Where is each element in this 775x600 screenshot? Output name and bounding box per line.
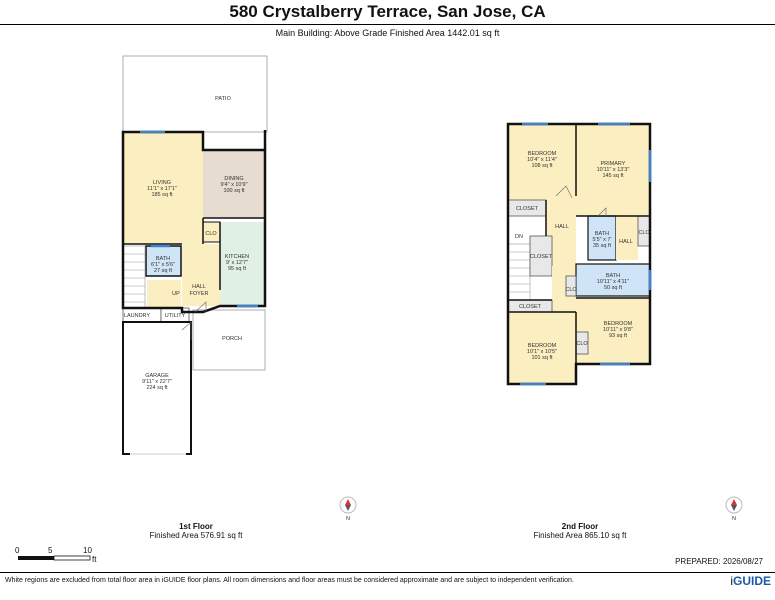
label-closet-1: CLOSET (516, 206, 539, 212)
footer-divider (0, 572, 775, 573)
kitchen-room (220, 222, 265, 306)
label-bedroom-2-dim: 10'1" x 10'5" (527, 349, 557, 355)
iguide-logo-mark: i (730, 574, 733, 588)
label-bath-floor1-area: 27 sq ft (154, 268, 173, 274)
scale-tick-10: 10 (83, 546, 92, 555)
label-bedroom-3-area: 93 sq ft (609, 333, 628, 339)
label-clo-3: CLO (576, 341, 588, 347)
label-laundry: LAUNDRY (124, 313, 151, 319)
label-bath-1-area: 35 sq ft (593, 243, 612, 249)
scale-tick-0: 0 (15, 546, 20, 555)
label-primary-dim: 10'11" x 13'3" (597, 167, 630, 173)
clo-2 (565, 275, 577, 297)
label-hall-top: HALL (555, 224, 569, 230)
floor2-name: 2nd Floor (561, 522, 599, 531)
label-patio: PATIO (215, 96, 231, 102)
label-bath-1: BATH (595, 231, 609, 237)
label-bedroom-2: BEDROOM (528, 343, 557, 349)
compass-label: N (346, 516, 350, 522)
label-bath-floor1-dim: 6'1" x 5'6" (151, 262, 175, 268)
closet-2 (529, 235, 553, 277)
label-porch: PORCH (222, 336, 242, 342)
dining-room (203, 150, 265, 218)
scale-unit: ft (92, 555, 97, 564)
porch-area (192, 309, 266, 371)
label-clo-2: CLO (565, 287, 577, 293)
scale-bar (18, 555, 91, 561)
label-bath-2: BATH (606, 273, 620, 279)
label-up: UP (172, 291, 180, 297)
stairs-floor2 (507, 243, 531, 301)
label-primary-area: 145 sq ft (602, 173, 624, 179)
label-bedroom-3-dim: 10'11" x 9'8" (603, 327, 633, 333)
garage-area (122, 321, 192, 455)
floor1-caption: 1st Floor Finished Area 576.91 sq ft (96, 522, 296, 540)
compass-icon: N (725, 496, 743, 522)
label-dining-area: 100 sq ft (223, 188, 245, 194)
label-bedroom-2-area: 101 sq ft (531, 355, 553, 361)
label-bedroom-1: BEDROOM (528, 151, 557, 157)
footer-disclaimer: White regions are excluded from total fl… (5, 577, 574, 584)
label-living-dim: 11'1" x 17'1" (147, 186, 177, 192)
label-hall-floor1: HALL (192, 284, 206, 290)
label-bath-floor1: BATH (156, 256, 170, 262)
compass-label: N (732, 516, 736, 522)
floor2-caption: 2nd Floor Finished Area 865.10 sq ft (480, 522, 680, 540)
iguide-logo: iGUIDE (730, 574, 771, 588)
page-title: 580 Crystalberry Terrace, San Jose, CA (229, 2, 546, 21)
label-utility: UTILITY (165, 313, 186, 319)
label-bedroom-3: BEDROOM (604, 321, 633, 327)
patio-area (122, 55, 268, 133)
title-divider (0, 24, 775, 25)
label-bath-1-dim: 5'5" x 7' (592, 237, 611, 243)
primary-bedroom (576, 124, 650, 216)
bath-1 (587, 215, 617, 261)
label-bath-2-area: 50 sq ft (604, 285, 623, 291)
hall-foyer (182, 244, 220, 306)
floor1-area: Finished Area 576.91 sq ft (149, 531, 243, 540)
compass-icon: N (339, 496, 357, 522)
label-clo-1: CLO (638, 230, 650, 236)
label-living: LIVING (153, 180, 171, 186)
label-kitchen-area: 95 sq ft (228, 266, 247, 272)
stairs-floor1 (122, 245, 146, 309)
label-bath-2-dim: 10'11" x 4'11" (597, 279, 629, 285)
prepared-date: PREPARED: 2026/08/27 (675, 557, 763, 566)
iguide-logo-name: GUIDE (732, 574, 771, 588)
label-dn: DN (515, 234, 523, 240)
floor1-outer-wall (121, 130, 267, 314)
label-bedroom-1-area: 108 sq ft (531, 163, 553, 169)
under-stair-area (147, 280, 181, 308)
label-closet-2: CLOSET (530, 254, 553, 260)
label-dining: DINING (224, 176, 243, 182)
label-primary: PRIMARY (601, 161, 626, 167)
label-kitchen: KITCHEN (225, 254, 249, 260)
label-garage: GARAGE (145, 373, 169, 379)
label-hall-right: HALL (619, 239, 633, 245)
label-closet-3: CLOSET (519, 304, 542, 310)
label-kitchen-dim: 9' x 12'7" (226, 260, 248, 266)
bedroom-2 (508, 312, 576, 384)
label-dining-dim: 9'4" x 10'9" (220, 182, 247, 188)
label-garage-dim: 9'11" x 22'7" (142, 379, 172, 385)
page-subtitle: Main Building: Above Grade Finished Area… (275, 28, 500, 38)
label-clo-floor1: CLO (205, 231, 217, 237)
floor2-area: Finished Area 865.10 sq ft (533, 531, 627, 540)
label-garage-area: 224 sq ft (146, 385, 168, 391)
floor1-plan: PATIO LIVING 11'1" x 17'1" 185 sq ft DIN… (121, 55, 268, 456)
label-foyer: FOYER (190, 291, 209, 297)
floor2-plan: BEDROOM 10'4" x 11'4" 108 sq ft PRIMARY … (506, 122, 652, 386)
living-room (123, 132, 203, 244)
label-bedroom-1-dim: 10'4" x 11'4" (527, 157, 557, 163)
label-living-area: 185 sq ft (151, 192, 173, 198)
floor1-name: 1st Floor (179, 522, 213, 531)
hall-right (616, 216, 638, 260)
scale-tick-5: 5 (48, 546, 53, 555)
